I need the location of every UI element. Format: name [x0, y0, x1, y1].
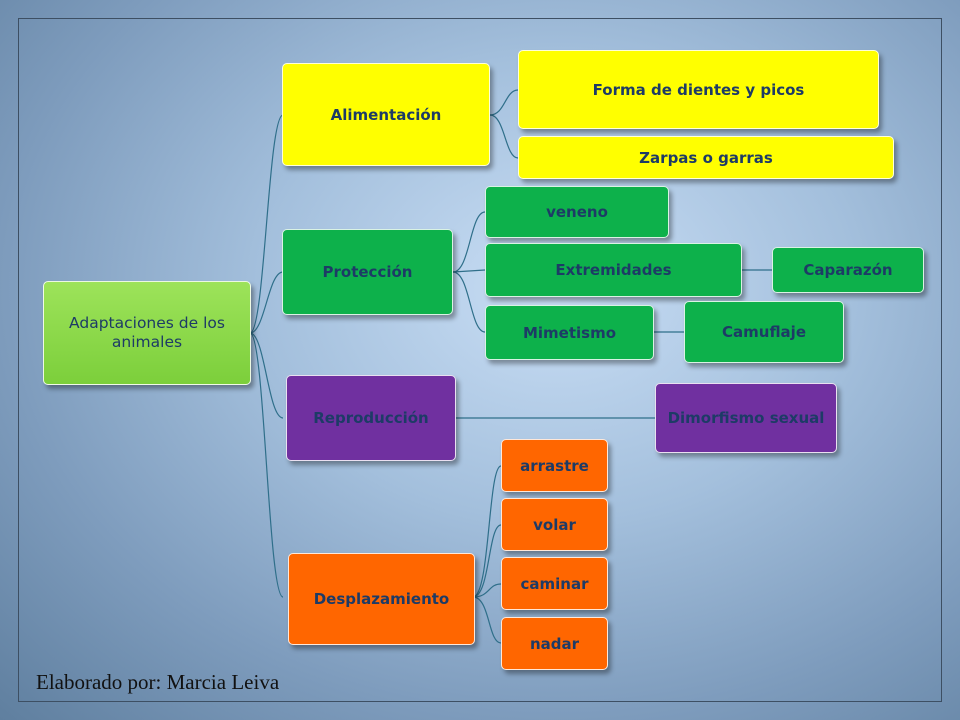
node-dimorfismo-label: Dimorfismo sexual [667, 409, 825, 427]
node-extremidades: Extremidades [485, 243, 742, 297]
link-desplazamiento-volar [472, 524, 502, 598]
node-desplazamiento: Desplazamiento [288, 553, 475, 645]
node-veneno-label: veneno [546, 203, 608, 221]
node-arrastre-label: arrastre [520, 456, 589, 475]
node-mimetismo: Mimetismo [485, 305, 654, 360]
node-nadar: nadar [501, 617, 608, 670]
author-credit: Elaborado por: Marcia Leiva [36, 670, 280, 694]
node-zarpas-label: Zarpas o garras [639, 148, 773, 167]
node-forma-dientes: Forma de dientes y picos [518, 50, 879, 129]
link-desplazamiento-caminar [472, 583, 502, 598]
link-desplazamiento-nadar [472, 596, 502, 644]
root-node: Adaptaciones de los animales [43, 281, 251, 385]
link-proteccion-veneno [452, 211, 486, 273]
node-proteccion-label: Protección [322, 263, 413, 281]
node-mimetismo-label: Mimetismo [522, 323, 617, 342]
node-forma-dientes-label: Forma de dientes y picos [592, 80, 805, 99]
node-arrastre: arrastre [501, 439, 608, 492]
node-caparazon: Caparazón [772, 247, 924, 293]
link-root-desplazamiento [249, 332, 284, 598]
node-nadar-label: nadar [529, 634, 580, 653]
slide-frame [18, 18, 942, 702]
node-volar-label: volar [533, 515, 576, 534]
link-alimentacion-dientes [489, 89, 519, 116]
link-root-reproduccion [249, 332, 284, 419]
node-dimorfismo: Dimorfismo sexual [655, 383, 837, 453]
link-root-proteccion [249, 271, 284, 334]
node-desplazamiento-label: Desplazamiento [313, 590, 450, 608]
node-reproduccion: Reproducción [286, 375, 456, 461]
link-proteccion-mimetismo [452, 271, 486, 333]
link-proteccion-extremidades [452, 269, 486, 273]
node-alimentacion-label: Alimentación [330, 105, 442, 124]
link-alimentacion-zarpas [489, 114, 519, 159]
node-camuflaje-label: Camuflaje [722, 323, 806, 341]
node-camuflaje: Camuflaje [684, 301, 844, 363]
link-desplazamiento-arrastre [472, 465, 502, 598]
node-caparazon-label: Caparazón [803, 261, 893, 279]
root-label: Adaptaciones de los animales [69, 314, 225, 351]
node-caminar-label: caminar [520, 574, 589, 593]
node-zarpas: Zarpas o garras [518, 136, 894, 179]
node-veneno: veneno [485, 186, 669, 238]
link-root-alimentacion [249, 114, 284, 334]
node-proteccion: Protección [282, 229, 453, 315]
node-alimentacion: Alimentación [282, 63, 490, 166]
node-extremidades-label: Extremidades [555, 261, 672, 279]
node-reproduccion-label: Reproducción [313, 409, 429, 427]
node-volar: volar [501, 498, 608, 551]
node-caminar: caminar [501, 557, 608, 610]
